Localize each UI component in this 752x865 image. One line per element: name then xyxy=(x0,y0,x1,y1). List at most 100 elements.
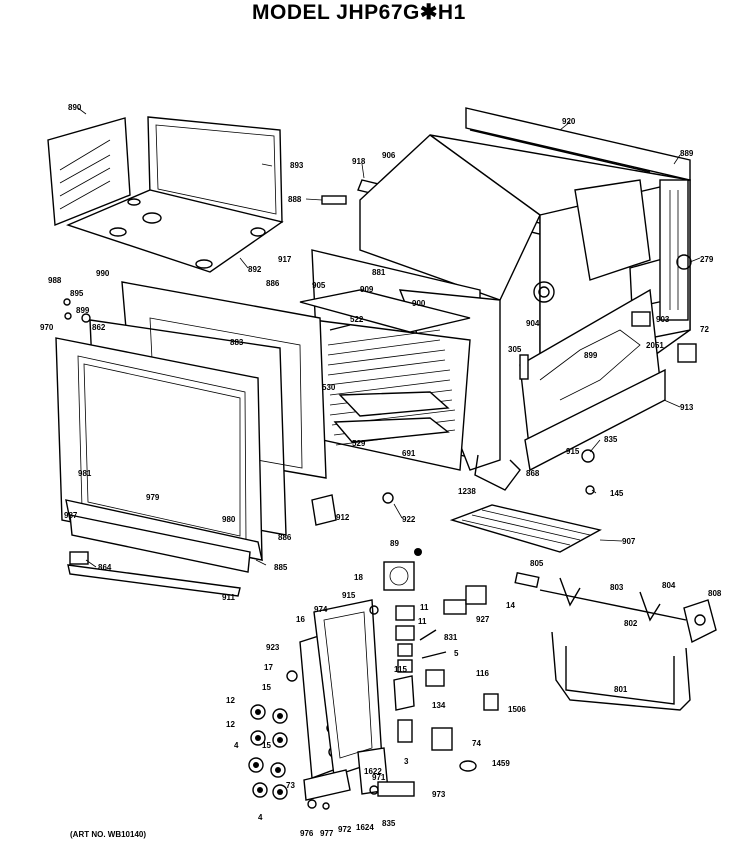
label-988: 988 xyxy=(48,276,62,285)
label-15b: 15 xyxy=(262,741,271,750)
rack-529 xyxy=(333,417,450,443)
bracket-912 xyxy=(311,494,337,526)
label-883: 883 xyxy=(230,338,244,347)
label-972: 972 xyxy=(338,825,352,834)
block-72 xyxy=(677,343,697,363)
label-12a: 12 xyxy=(226,696,235,705)
label-911: 911 xyxy=(222,593,235,602)
element-831 xyxy=(419,629,437,641)
label-4b: 4 xyxy=(258,813,263,822)
label-804: 804 xyxy=(662,581,676,590)
leader-lines xyxy=(77,107,701,568)
label-895: 895 xyxy=(70,289,84,298)
screw-977 xyxy=(322,802,330,810)
side-panel-913 xyxy=(519,288,666,472)
label-920: 920 xyxy=(562,117,576,126)
label-889: 889 xyxy=(680,149,694,158)
bracket-888 xyxy=(321,195,347,205)
label-831: 831 xyxy=(444,633,458,642)
rack-530 xyxy=(338,391,450,417)
label-835: 835 xyxy=(604,435,618,444)
clip-899 xyxy=(81,313,91,323)
label-305: 305 xyxy=(508,345,522,354)
label-885: 885 xyxy=(274,563,288,572)
label-893: 893 xyxy=(290,161,304,170)
label-912: 912 xyxy=(336,513,350,522)
fan-18 xyxy=(383,561,415,591)
label-1622: 1622 xyxy=(364,767,382,776)
door-frame-893 xyxy=(147,116,283,223)
switch-134 xyxy=(393,675,415,711)
label-915b: 915 xyxy=(342,591,356,600)
label-922: 922 xyxy=(402,515,416,524)
label-904: 904 xyxy=(526,319,540,328)
label-5: 5 xyxy=(454,649,459,658)
label-835b: 835 xyxy=(382,819,396,828)
label-89: 89 xyxy=(390,539,399,548)
label-808: 808 xyxy=(708,589,722,598)
label-888: 888 xyxy=(288,195,302,204)
switch-802 xyxy=(397,643,413,657)
door-handle-trim-911 xyxy=(69,514,251,573)
label-18: 18 xyxy=(354,573,363,582)
label-522: 522 xyxy=(350,315,364,324)
rotisserie-spit-803 xyxy=(514,571,687,622)
switch-11a xyxy=(395,605,415,621)
label-909: 909 xyxy=(360,285,374,294)
part-14 xyxy=(465,585,487,605)
label-918: 918 xyxy=(352,157,366,166)
label-801: 801 xyxy=(614,685,628,694)
label-906: 906 xyxy=(382,151,396,160)
label-11a: 11 xyxy=(420,603,429,612)
label-17: 17 xyxy=(264,663,273,672)
label-970: 970 xyxy=(40,323,54,332)
label-971: 971 xyxy=(372,773,386,782)
label-886b: 886 xyxy=(278,533,292,542)
screw-976 xyxy=(307,799,317,809)
trim-972 xyxy=(303,769,351,801)
label-1624: 1624 xyxy=(356,823,374,832)
screw-970 xyxy=(64,312,72,320)
screw-1624 xyxy=(369,785,379,795)
label-530: 530 xyxy=(322,383,336,392)
label-907: 907 xyxy=(622,537,636,546)
label-12b: 12 xyxy=(226,720,235,729)
label-976: 976 xyxy=(300,829,314,838)
label-974: 974 xyxy=(314,605,328,614)
part-labels: 890 893 888 892 918 906 920 889 279 917 … xyxy=(40,103,722,838)
label-987: 987 xyxy=(64,511,78,520)
label-915: 915 xyxy=(566,447,580,456)
label-2051: 2051 xyxy=(646,341,664,350)
label-903: 903 xyxy=(656,315,670,324)
label-115: 115 xyxy=(394,665,407,674)
screw-895 xyxy=(63,298,71,306)
label-917: 917 xyxy=(278,255,292,264)
screw-915 xyxy=(369,605,379,615)
oven-cavity xyxy=(297,249,521,491)
label-134: 134 xyxy=(432,701,446,710)
sensor-305 xyxy=(519,354,529,380)
label-890: 890 xyxy=(68,103,82,112)
label-881: 881 xyxy=(372,268,386,277)
terminal-973 xyxy=(377,781,415,797)
label-116: 116 xyxy=(476,669,489,678)
light-89 xyxy=(414,548,422,556)
switch-components xyxy=(307,548,499,810)
label-913: 913 xyxy=(680,403,694,412)
label-1459: 1459 xyxy=(492,759,510,768)
label-16: 16 xyxy=(296,615,305,624)
rotisserie-rack-801 xyxy=(551,631,691,711)
label-990: 990 xyxy=(96,269,110,278)
hinge-864 xyxy=(69,551,89,565)
label-1238: 1238 xyxy=(458,487,476,496)
label-145: 145 xyxy=(610,489,624,498)
rotisserie-motor-808 xyxy=(683,599,717,644)
handle-911 xyxy=(67,564,241,597)
knob-922 xyxy=(382,492,394,504)
label-981: 981 xyxy=(78,469,92,478)
block-74 xyxy=(431,727,453,751)
label-72: 72 xyxy=(700,325,709,334)
label-73: 73 xyxy=(286,781,295,790)
door-inner-panel-890 xyxy=(47,117,131,227)
